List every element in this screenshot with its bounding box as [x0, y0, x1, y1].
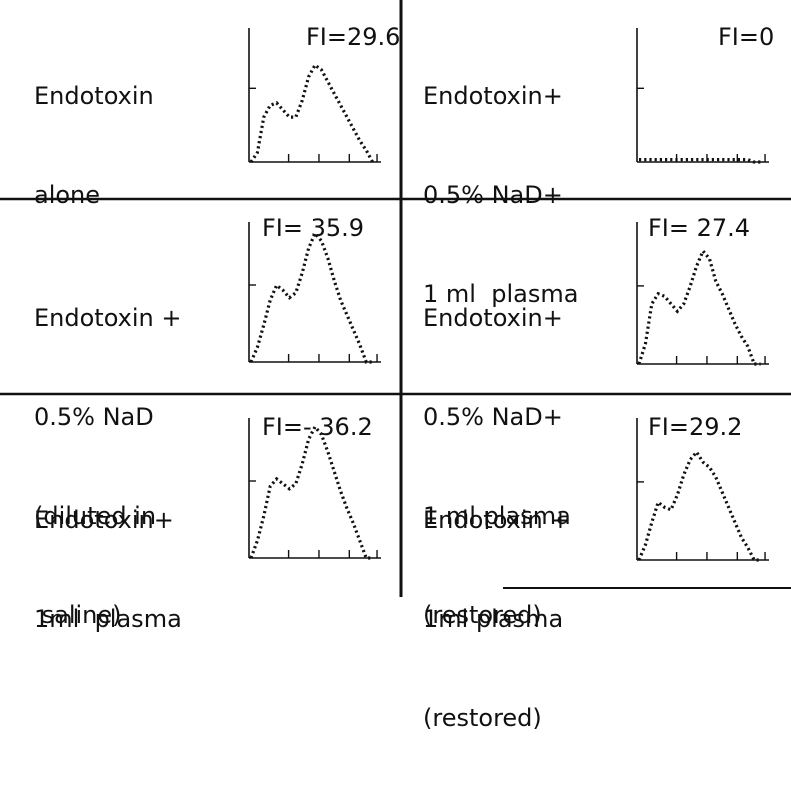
- panel-label-line: 1ml plasma: [34, 603, 182, 636]
- histogram-line: [251, 65, 373, 162]
- panel-label-line: (restored): [423, 702, 570, 735]
- histogram-line: [251, 233, 373, 362]
- histogram-line: [639, 452, 761, 560]
- figure: Endotoxin alone FI=29.6 Endotoxin+ 0.5% …: [0, 0, 791, 597]
- panel-label-line: 1ml plasma: [423, 603, 570, 636]
- histogram-line: [639, 251, 761, 364]
- histogram-line: [251, 427, 373, 558]
- histogram-plots: [0, 0, 791, 597]
